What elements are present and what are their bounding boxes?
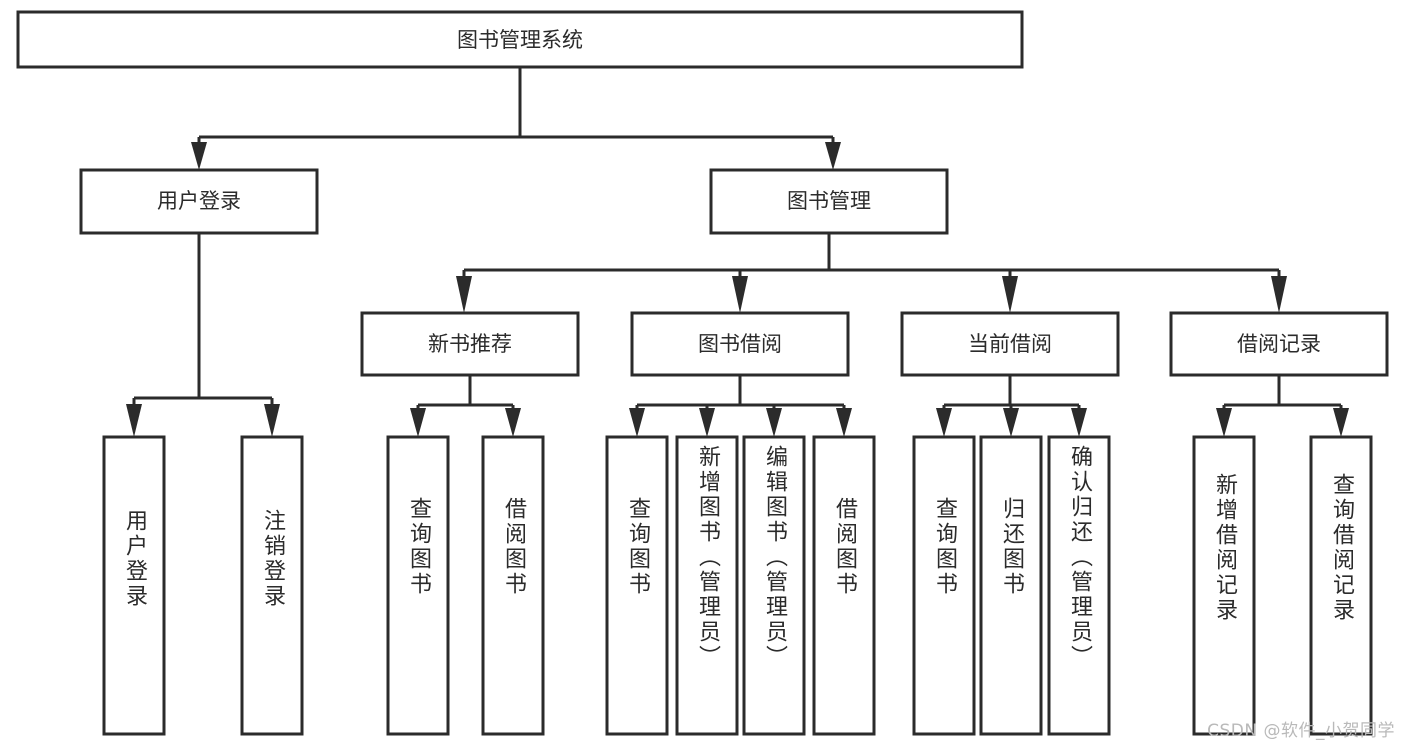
node-current-borrow-label: 当前借阅 xyxy=(968,332,1052,356)
node-book-manage-box[interactable] xyxy=(709,168,949,235)
arrow-head-leaf-borrow-record-0 xyxy=(1216,408,1232,437)
arrow-head-borrowrecord xyxy=(1271,276,1287,313)
node-new-book-rec-box[interactable] xyxy=(360,311,580,377)
node-user-login-label: 用户登录 xyxy=(157,189,241,213)
arrow-head-bookborrow xyxy=(732,276,748,313)
arrow-head-leaf-book-borrow-0 xyxy=(629,408,645,437)
node-book-borrow-box[interactable] xyxy=(630,311,850,377)
arrow-head-newbookrec xyxy=(456,276,472,313)
arrow-head-leaf-book-borrow-2 xyxy=(766,408,782,437)
leaf-box-user-login-1[interactable] xyxy=(240,435,304,736)
leaf-boxes-user-login xyxy=(102,435,304,736)
leaf-boxes-new-book-rec xyxy=(386,435,545,736)
connector-group-borrow-record xyxy=(1216,375,1349,437)
connector-group-root xyxy=(191,67,841,170)
arrow-head-leaf-current-borrow-0 xyxy=(936,408,952,437)
leaf-box-user-login-0[interactable] xyxy=(102,435,166,736)
leaf-boxes-borrow-record xyxy=(1192,435,1373,736)
leaf-box-book-borrow-3[interactable] xyxy=(812,435,876,736)
leaf-box-new-book-rec-0[interactable] xyxy=(386,435,450,736)
node-book-borrow-label: 图书借阅 xyxy=(698,332,782,356)
arrow-head-leaf-user-login-1 xyxy=(264,404,280,437)
arrow-head-leaf-current-borrow-1 xyxy=(1003,408,1019,437)
node-current-borrow[interactable]: 当前借阅 xyxy=(900,311,1120,377)
arrow-head-bookmanage xyxy=(825,142,841,170)
node-new-book-rec[interactable]: 新书推荐 xyxy=(360,311,580,377)
node-user-login[interactable]: 用户登录 xyxy=(79,168,319,235)
node-borrow-record-box[interactable] xyxy=(1169,311,1389,377)
node-book-borrow[interactable]: 图书借阅 xyxy=(630,311,850,377)
connector-group-current-borrow xyxy=(936,375,1087,437)
leaf-box-new-book-rec-1[interactable] xyxy=(481,435,545,736)
node-book-manage[interactable]: 图书管理 xyxy=(709,168,949,235)
leaf-box-borrow-record-0[interactable] xyxy=(1192,435,1256,736)
arrow-head-leaf-new-book-rec-1 xyxy=(505,408,521,437)
node-root[interactable]: 图书管理系统 xyxy=(16,10,1024,69)
watermark-text: CSDN @软件_小贺同学 xyxy=(1207,721,1395,741)
node-book-manage-label: 图书管理 xyxy=(787,189,871,213)
leaf-boxes-current-borrow xyxy=(912,435,1111,736)
node-root-label: 图书管理系统 xyxy=(457,28,583,52)
leaf-box-book-borrow-1[interactable] xyxy=(675,435,739,736)
node-current-borrow-box[interactable] xyxy=(900,311,1120,377)
leaf-box-borrow-record-1[interactable] xyxy=(1309,435,1373,736)
arrow-head-currentborrow xyxy=(1002,276,1018,313)
node-root-box[interactable] xyxy=(16,10,1024,69)
connector-group-new-book-rec xyxy=(410,375,521,437)
arrow-head-userlogin xyxy=(191,142,207,170)
node-new-book-rec-label: 新书推荐 xyxy=(428,332,512,356)
arrow-head-leaf-book-borrow-3 xyxy=(836,408,852,437)
connector-group-book-manage xyxy=(456,233,1287,313)
leaf-box-book-borrow-2[interactable] xyxy=(742,435,806,736)
arrow-head-leaf-book-borrow-1 xyxy=(699,408,715,437)
leaf-box-current-borrow-2[interactable] xyxy=(1047,435,1111,736)
leaf-box-current-borrow-0[interactable] xyxy=(912,435,976,736)
connector-group-user-login xyxy=(126,233,280,437)
node-borrow-record-label: 借阅记录 xyxy=(1237,332,1321,356)
leaf-box-current-borrow-1[interactable] xyxy=(979,435,1043,736)
arrow-head-leaf-user-login-0 xyxy=(126,404,142,437)
node-user-login-box[interactable] xyxy=(79,168,319,235)
leaf-boxes-book-borrow xyxy=(605,435,876,736)
leaf-box-book-borrow-0[interactable] xyxy=(605,435,669,736)
arrow-head-leaf-new-book-rec-0 xyxy=(410,408,426,437)
arrow-head-leaf-borrow-record-1 xyxy=(1333,408,1349,437)
connector-group-book-borrow xyxy=(629,375,852,437)
node-borrow-record[interactable]: 借阅记录 xyxy=(1169,311,1389,377)
arrow-head-leaf-current-borrow-2 xyxy=(1071,408,1087,437)
